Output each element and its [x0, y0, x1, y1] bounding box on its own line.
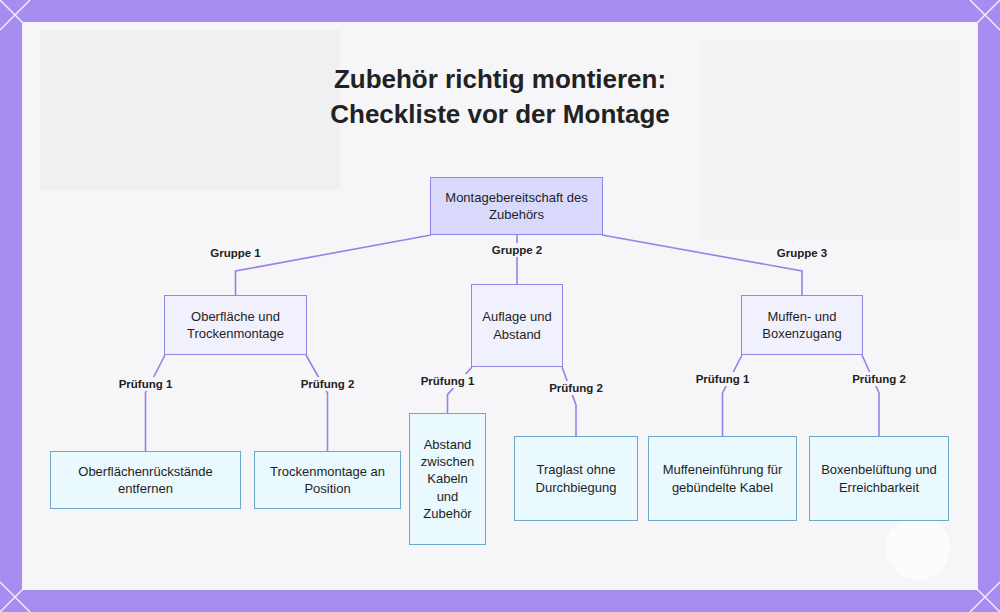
node-text: Trockenmontage an Position [262, 463, 393, 497]
connector-line [602, 235, 802, 295]
edge-label: Prüfung 1 [418, 374, 478, 388]
group-box: Muffen- und Boxenzugang [741, 295, 863, 355]
group-box: Oberfläche und Trockenmontage [164, 295, 307, 355]
node-text: Auflage und Abstand [479, 308, 555, 342]
edge-label: Prüfung 2 [849, 372, 909, 386]
check-box: Abstand zwischen Kabeln und Zubehör [409, 413, 486, 545]
root-box: Montagebereitschaft des Zubehörs [430, 177, 603, 235]
node-text: Oberfläche und Trockenmontage [172, 308, 299, 342]
connector-line [236, 235, 432, 295]
edge-label: Gruppe 2 [489, 243, 545, 257]
edge-label: Gruppe 3 [774, 246, 830, 260]
check-box: Boxenbelüftung und Erreichbarkeit [809, 436, 949, 521]
group-box: Auflage und Abstand [471, 284, 563, 367]
edge-label: Gruppe 1 [207, 246, 263, 260]
edge-label: Prüfung 1 [693, 372, 753, 386]
edge-label: Prüfung 1 [116, 377, 176, 391]
node-text: Boxenbelüftung und Erreichbarkeit [817, 461, 941, 495]
node-text: Montagebereitschaft des Zubehörs [438, 189, 595, 223]
connector-line [862, 355, 879, 436]
connector-line [306, 355, 328, 451]
node-text: Oberflächenrückstände entfernen [58, 463, 233, 497]
connector-line [562, 367, 576, 436]
check-box: Traglast ohne Durchbiegung [514, 436, 638, 521]
node-text: Abstand zwischen Kabeln und Zubehör [417, 436, 478, 522]
node-text: Muffeneinführung für gebündelte Kabel [656, 461, 789, 495]
check-box: Muffeneinführung für gebündelte Kabel [648, 436, 797, 521]
check-box: Trockenmontage an Position [254, 451, 401, 509]
connector-line [723, 355, 743, 436]
edge-label: Prüfung 2 [546, 381, 606, 395]
node-text: Muffen- und Boxenzugang [749, 308, 855, 342]
content-panel [22, 22, 978, 590]
blurred-backdrop [700, 40, 960, 240]
check-box: Oberflächenrückstände entfernen [50, 451, 241, 509]
connector-line [146, 355, 166, 451]
blurred-backdrop [40, 30, 340, 190]
node-text: Traglast ohne Durchbiegung [522, 461, 630, 495]
logo-mark [886, 516, 950, 580]
diagram-title: Zubehör richtig montieren: Checkliste vo… [270, 62, 730, 132]
edge-label: Prüfung 2 [298, 377, 358, 391]
